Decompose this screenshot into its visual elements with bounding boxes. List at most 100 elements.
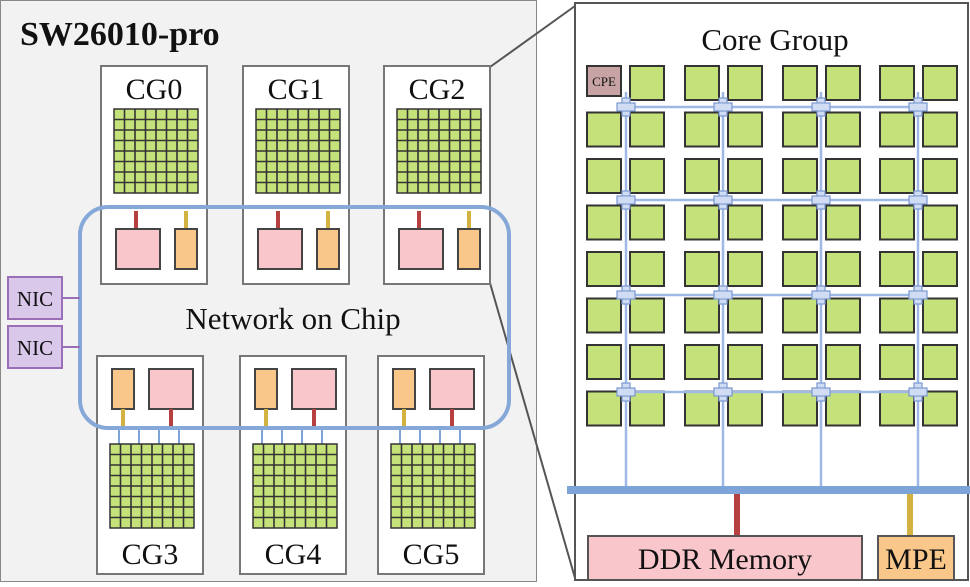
nic-box	[7, 276, 63, 320]
cpe-core	[586, 111, 622, 148]
cpe-core	[727, 251, 763, 287]
cpe-core	[684, 390, 720, 427]
cpe-core	[782, 65, 818, 101]
core-group-cg0: CG0	[100, 65, 208, 285]
cpe-core	[879, 111, 915, 148]
router-center	[622, 103, 630, 111]
core-group-cg3: CG3	[96, 355, 204, 575]
cpe-core	[922, 111, 958, 148]
mini-cpe-grid	[113, 108, 199, 194]
router-node	[616, 382, 636, 402]
router-center	[719, 388, 727, 396]
cpe-core	[879, 390, 915, 427]
router-node	[616, 190, 636, 210]
router-center	[622, 291, 630, 299]
mpe-label: MPE	[885, 543, 947, 576]
router-node	[713, 382, 733, 402]
router-node	[908, 285, 928, 305]
cpe-core	[727, 344, 763, 380]
cpe-core	[782, 390, 818, 427]
memory-block	[257, 228, 303, 270]
mpe-block	[316, 228, 340, 270]
router-node	[908, 190, 928, 210]
router-center	[817, 291, 825, 299]
cpe-core	[629, 297, 665, 334]
core-group-label: CG0	[126, 73, 183, 106]
router-center	[914, 103, 922, 111]
cpe-core	[684, 344, 720, 380]
cpe-core	[782, 204, 818, 241]
core-group-cg1: CG1	[242, 65, 350, 285]
cpe-core	[922, 204, 958, 241]
cpe-core	[879, 251, 915, 287]
core-group-title: Core Group	[701, 22, 848, 57]
cpe-core	[684, 65, 720, 101]
mini-cpe-grid	[396, 108, 482, 194]
cpe-core	[922, 65, 958, 101]
mini-cpe-grid	[109, 443, 195, 529]
memory-block	[429, 368, 475, 410]
cpe-core	[879, 204, 915, 241]
cpe-core	[879, 158, 915, 194]
mpe-block	[392, 368, 416, 410]
cpe-core	[586, 344, 622, 380]
cpe-core	[825, 251, 861, 287]
router-center	[817, 388, 825, 396]
cpe-core	[727, 297, 763, 334]
router-node	[616, 285, 636, 305]
router-center	[914, 388, 922, 396]
nic-label: NIC	[17, 287, 53, 311]
memory-block	[115, 228, 161, 270]
cpe-core	[629, 204, 665, 241]
memory-block	[291, 368, 337, 410]
cpe-core	[586, 390, 622, 427]
cpe-core	[825, 111, 861, 148]
noc-label: Network on Chip	[185, 301, 400, 336]
cpe-core-labelled	[586, 65, 622, 97]
mini-cpe-grid	[390, 443, 476, 529]
cpe-core	[825, 344, 861, 380]
cpe-core	[922, 158, 958, 194]
nic-box	[7, 325, 63, 369]
cpe-core	[879, 344, 915, 380]
memory-block	[148, 368, 194, 410]
chip-title: SW26010-pro	[20, 16, 220, 53]
core-group-cg2: CG2	[383, 65, 491, 285]
router-center	[914, 196, 922, 204]
cpe-core	[825, 65, 861, 101]
cpe-core	[922, 297, 958, 334]
cpe-core	[684, 158, 720, 194]
router-node	[811, 285, 831, 305]
mini-cpe-grid	[252, 443, 338, 529]
mpe-block	[174, 228, 198, 270]
cpe-core	[727, 111, 763, 148]
router-center	[719, 103, 727, 111]
cpe-core	[825, 158, 861, 194]
router-center	[817, 103, 825, 111]
cpe-core	[825, 390, 861, 427]
router-node	[616, 97, 636, 117]
router-center	[914, 291, 922, 299]
router-node	[811, 190, 831, 210]
cpe-core	[879, 297, 915, 334]
cpe-core	[879, 65, 915, 101]
router-center	[622, 388, 630, 396]
cpe-core	[684, 204, 720, 241]
cpe-core	[825, 204, 861, 241]
cpe-core	[629, 390, 665, 427]
router-node	[908, 382, 928, 402]
core-group-cg5: CG5	[377, 355, 485, 575]
cpe-label: CPE	[592, 74, 616, 89]
top-core-groups: CG0 CG1 CG2	[100, 65, 491, 285]
core-group-cg4: CG4	[239, 355, 347, 575]
nic-group: NIC NIC	[7, 276, 80, 369]
core-group-label: CG3	[122, 538, 179, 571]
cpe-grid: CPE	[586, 65, 958, 427]
cpe-core	[782, 251, 818, 287]
cpe-core	[782, 344, 818, 380]
noc-ring	[78, 205, 511, 430]
cpe-core	[825, 297, 861, 334]
zoom-line-bottom	[489, 282, 576, 579]
nic-label: NIC	[17, 336, 53, 360]
